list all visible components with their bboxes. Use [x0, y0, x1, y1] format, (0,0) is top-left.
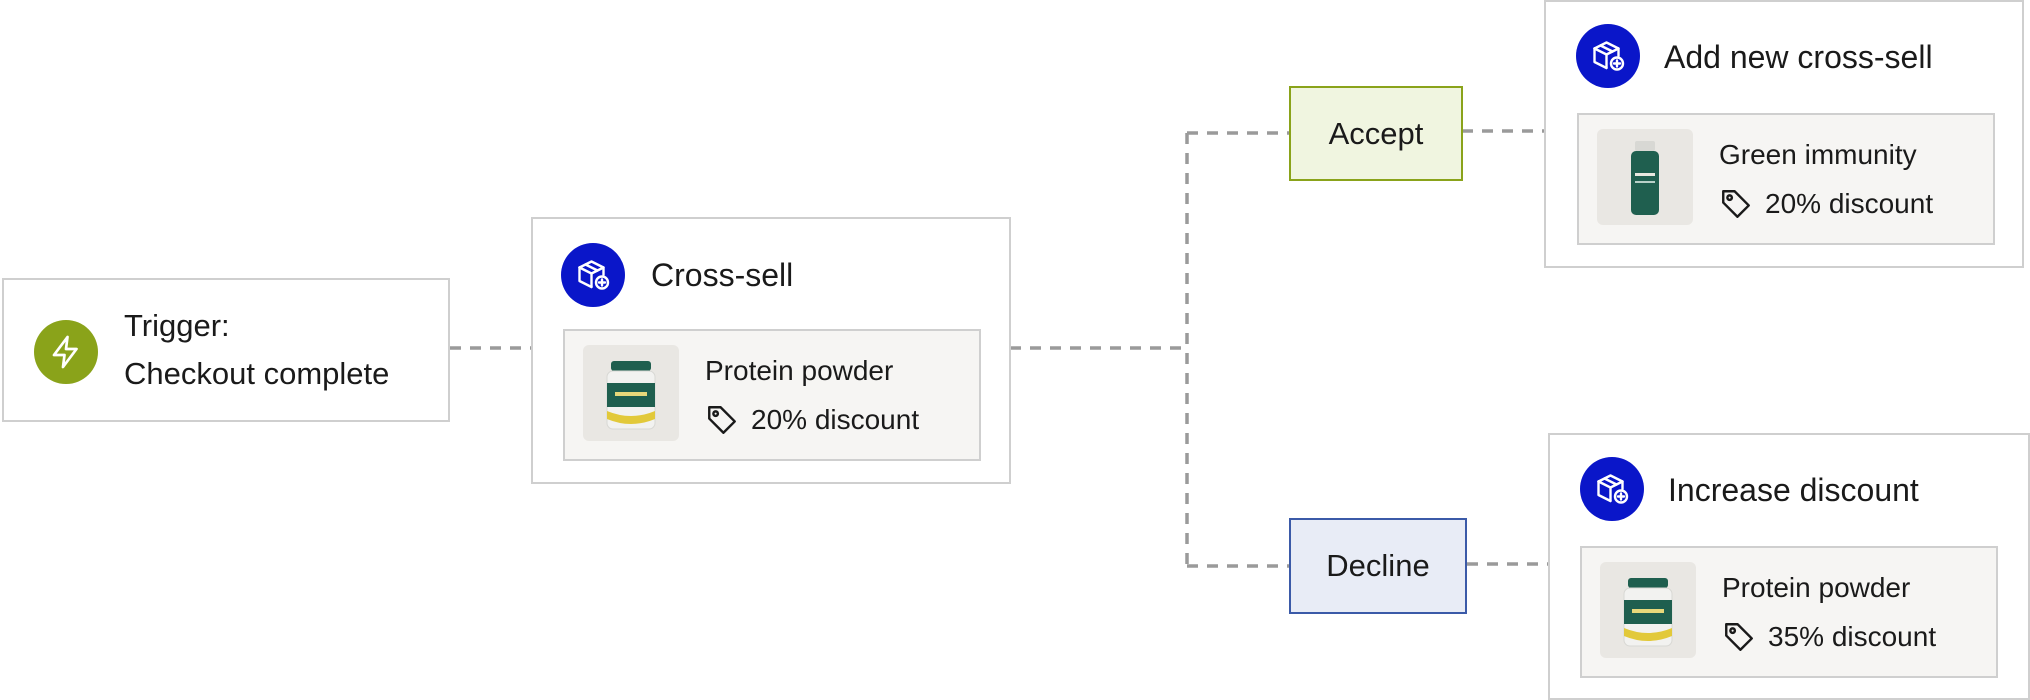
trigger-node[interactable]: Trigger: Checkout complete: [2, 278, 450, 422]
discount-text: 20% discount: [751, 404, 920, 435]
product-name: Protein powder: [1722, 572, 1911, 603]
product-card[interactable]: Protein powder 20% discount: [563, 329, 981, 461]
product-image: [1597, 129, 1693, 225]
accept-branch[interactable]: Accept: [1289, 86, 1463, 181]
discount-row: 35% discount: [1722, 618, 1936, 656]
product-name: Green immunity: [1719, 139, 1917, 170]
discount-row: 20% discount: [705, 401, 919, 439]
package-plus-icon: [561, 243, 625, 307]
trigger-label: Trigger:: [124, 308, 230, 343]
discount-row: 20% discount: [1719, 185, 1933, 223]
node-title: Add new cross-sell: [1664, 39, 1933, 75]
decline-branch[interactable]: Decline: [1289, 518, 1467, 614]
increase-discount-node[interactable]: Increase discount Protein powder 35% dis…: [1548, 433, 2030, 700]
node-title: Cross-sell: [651, 257, 794, 293]
trigger-event: Checkout complete: [124, 356, 390, 391]
accept-label: Accept: [1328, 115, 1424, 151]
product-name: Protein powder: [705, 355, 894, 386]
tag-icon: [708, 406, 736, 434]
decline-label: Decline: [1326, 548, 1430, 583]
tag-icon: [1722, 190, 1750, 218]
package-plus-icon: [1580, 457, 1644, 521]
tag-icon: [1725, 623, 1753, 651]
discount-text: 35% discount: [1768, 621, 1937, 652]
product-card[interactable]: Green immunity 20% discount: [1577, 113, 1995, 245]
product-card[interactable]: Protein powder 35% discount: [1580, 546, 1998, 678]
product-image: [583, 345, 679, 441]
product-image: [1600, 562, 1696, 658]
add-cross-sell-node[interactable]: Add new cross-sell Green immunity 20% di…: [1544, 0, 2024, 268]
cross-sell-node[interactable]: Cross-sell Protein powder 20% discount: [531, 217, 1011, 484]
package-plus-icon: [1576, 24, 1640, 88]
lightning-icon: [34, 320, 98, 384]
node-title: Increase discount: [1668, 472, 1919, 508]
discount-text: 20% discount: [1765, 188, 1934, 219]
